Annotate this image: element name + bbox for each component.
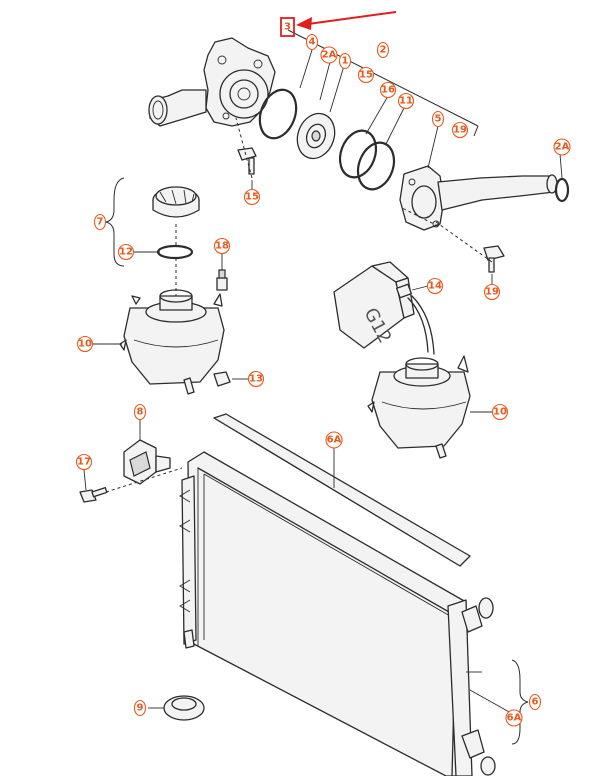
expansion-tank-right <box>367 355 471 459</box>
svg-text:16: 16 <box>381 85 395 96</box>
svg-text:4: 4 <box>309 37 316 48</box>
svg-text:5: 5 <box>435 114 442 125</box>
svg-text:1: 1 <box>342 56 349 67</box>
svg-text:2A: 2A <box>555 142 570 153</box>
svg-text:17: 17 <box>77 457 91 468</box>
svg-text:10: 10 <box>493 407 507 418</box>
callout-10-left: 10 <box>76 335 94 353</box>
callout-3: 3 <box>280 17 295 37</box>
callout-4: 4 <box>305 33 319 51</box>
bolt-19 <box>483 245 505 273</box>
callout-19-bolt: 19 <box>483 283 501 301</box>
svg-text:7: 7 <box>97 217 104 228</box>
radiator <box>179 451 496 776</box>
sensor-18 <box>216 269 228 291</box>
callout-2A-right: 2A <box>553 138 571 156</box>
drain-plug-9 <box>163 695 205 721</box>
svg-text:19: 19 <box>485 287 499 298</box>
svg-text:2A: 2A <box>322 50 337 61</box>
callout-7: 7 <box>93 213 107 231</box>
svg-text:19: 19 <box>453 125 467 136</box>
callout-1: 1 <box>338 52 352 70</box>
seal-12 <box>156 244 194 260</box>
callout-6: 6 <box>528 693 542 711</box>
clip-2A-right <box>554 177 570 203</box>
svg-text:2: 2 <box>380 45 387 56</box>
callout-8: 8 <box>133 403 147 421</box>
svg-text:12: 12 <box>119 247 133 258</box>
callout-6A-right: 6A <box>505 709 523 727</box>
red-arrow-icon <box>296 11 397 30</box>
callout-13: 13 <box>247 370 265 388</box>
o-rings-16-11 <box>338 129 396 191</box>
callout-2A-top: 2A <box>320 46 338 64</box>
callout-16: 16 <box>379 81 397 99</box>
callout-15-top: 15 <box>357 66 375 84</box>
callout-12: 12 <box>117 243 135 261</box>
callout-6A-top: 6A <box>325 431 343 449</box>
callout-15-bolt: 15 <box>243 188 261 206</box>
svg-text:3: 3 <box>284 22 291 33</box>
svg-text:14: 14 <box>428 281 442 292</box>
callout-14: 14 <box>426 277 444 295</box>
seal-strip-6A <box>213 413 471 567</box>
cap-7 <box>152 186 200 218</box>
svg-text:18: 18 <box>215 241 229 252</box>
coolant-bottle-14: G12 <box>333 261 415 349</box>
svg-text:9: 9 <box>137 703 144 714</box>
bolt-17 <box>79 487 108 503</box>
bolt-15 <box>237 147 257 175</box>
callout-17: 17 <box>75 453 93 471</box>
svg-text:15: 15 <box>359 70 373 81</box>
svg-text:6A: 6A <box>327 435 342 446</box>
connecting-pipe-5 <box>399 165 558 231</box>
callout-19-top: 19 <box>451 121 469 139</box>
svg-text:13: 13 <box>249 374 263 385</box>
callout-11: 11 <box>397 92 415 110</box>
plug-13 <box>213 371 231 387</box>
thermostat-housing <box>148 37 276 127</box>
svg-text:8: 8 <box>137 407 144 418</box>
thermostat-1 <box>296 112 336 160</box>
svg-text:11: 11 <box>399 96 413 107</box>
callout-10-right: 10 <box>491 403 509 421</box>
svg-text:6A: 6A <box>507 713 522 724</box>
svg-text:6: 6 <box>532 697 539 708</box>
expansion-tank-left <box>119 289 225 395</box>
mount-8 <box>123 439 171 485</box>
callout-2: 2 <box>376 41 390 59</box>
callout-5: 5 <box>431 110 445 128</box>
svg-text:15: 15 <box>245 192 259 203</box>
svg-text:10: 10 <box>78 339 92 350</box>
callout-18: 18 <box>213 237 231 255</box>
o-ring-4 <box>258 88 298 140</box>
callout-9: 9 <box>133 699 147 717</box>
